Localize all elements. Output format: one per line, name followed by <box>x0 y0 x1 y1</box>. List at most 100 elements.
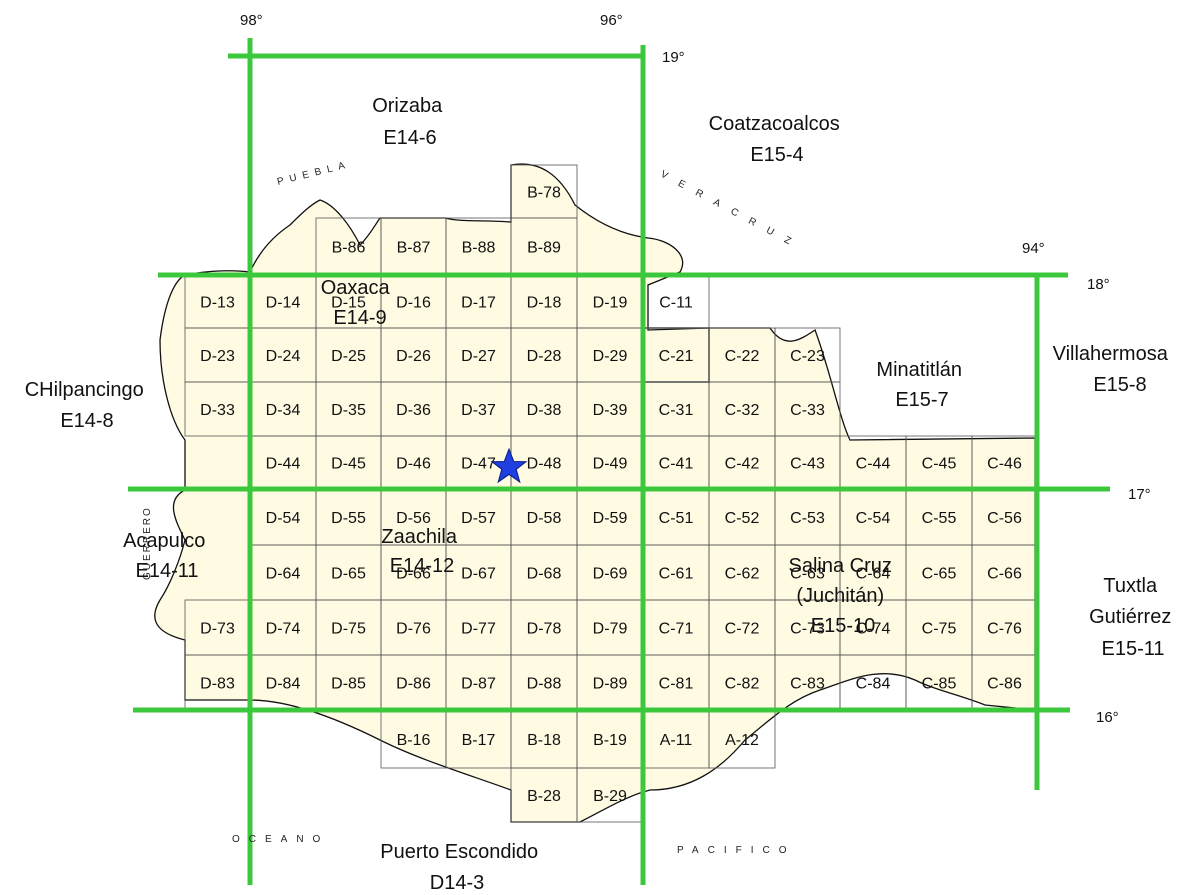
grid-cell-label: B-78 <box>527 185 561 202</box>
grid-cell-label: B-17 <box>462 732 496 749</box>
grid-cell-label: D-26 <box>396 348 431 365</box>
grid-cell-label: D-35 <box>331 402 366 419</box>
grid-cell-label: C-56 <box>987 510 1022 527</box>
grid-cell-label: B-16 <box>397 732 431 749</box>
grid-cell-label: C-53 <box>790 510 825 527</box>
grid-cell-label: D-13 <box>200 295 235 312</box>
sheet-acapulco: Acapulco E14-11 <box>123 530 211 582</box>
grid-cell-label: D-84 <box>266 676 301 693</box>
grid-cell-label: D-34 <box>266 402 301 419</box>
grid-cell-label: C-22 <box>725 348 760 365</box>
grid-cell-label: C-42 <box>725 456 760 473</box>
grid-cell-label: D-89 <box>593 676 628 693</box>
grid-cell-label: D-44 <box>266 456 301 473</box>
grid-cell-label: D-38 <box>527 402 562 419</box>
grid-cell-label: B-89 <box>527 240 561 257</box>
grid-cell-label: C-33 <box>790 402 825 419</box>
grid-cell-label: C-75 <box>922 621 957 638</box>
lon-98-label: 98° <box>240 12 263 29</box>
grid-cell-label: C-76 <box>987 621 1022 638</box>
lon-94-label: 94° <box>1022 240 1045 257</box>
grid-cell-label: C-46 <box>987 456 1022 473</box>
lat-16-label: 16° <box>1096 709 1119 726</box>
grid-cell-label: D-15 <box>331 295 366 312</box>
grid-cell-label: D-69 <box>593 566 628 583</box>
sheet-oaxaca: Oaxaca E14-9 <box>321 277 396 329</box>
grid-cell-label: C-44 <box>856 456 891 473</box>
grid-cell-label: C-66 <box>987 566 1022 583</box>
grid-cell-label: C-63 <box>790 566 825 583</box>
grid-cell-label: C-84 <box>856 676 891 693</box>
grid-cell-label: C-31 <box>659 402 694 419</box>
grid-cell-label: D-27 <box>461 348 496 365</box>
grid-cell-label: D-85 <box>331 676 366 693</box>
grid-cell-label: C-83 <box>790 676 825 693</box>
grid-cell-label: D-87 <box>461 676 496 693</box>
state-outline <box>154 163 1036 823</box>
grid-cell-label: C-82 <box>725 676 760 693</box>
sheet-villahermosa: Villahermosa E15-8 <box>1053 343 1174 396</box>
grid-cell-label: D-57 <box>461 510 496 527</box>
grid-cell-label: C-52 <box>725 510 760 527</box>
grid-cell-label: C-32 <box>725 402 760 419</box>
grid-cell-label: D-39 <box>593 402 628 419</box>
grid-cell-label: D-77 <box>461 621 496 638</box>
grid-cell-label: D-37 <box>461 402 496 419</box>
grid-cell-label: C-62 <box>725 566 760 583</box>
grid-cell-label: C-61 <box>659 566 694 583</box>
grid-cell-label: D-75 <box>331 621 366 638</box>
grid-cell-label: D-28 <box>527 348 562 365</box>
grid-cell-label: C-11 <box>659 295 693 312</box>
grid-cell-label: D-58 <box>527 510 562 527</box>
grid-cell-label: D-19 <box>593 295 628 312</box>
grid-cell-label: D-36 <box>396 402 431 419</box>
grid-cell-label: C-72 <box>725 621 760 638</box>
grid-cell-label: B-18 <box>527 732 561 749</box>
grid-cell-label: A-12 <box>725 732 759 749</box>
grid-cell-label: C-65 <box>922 566 957 583</box>
sheet-tuxtla: Tuxtla Gutiérrez E15-11 <box>1089 575 1177 660</box>
grid-cell-label: C-45 <box>922 456 957 473</box>
grid-cell-label: D-56 <box>396 510 431 527</box>
grid-cell-label: B-87 <box>397 240 431 257</box>
lat-17-label: 17° <box>1128 486 1151 503</box>
grid-cell-label: D-67 <box>461 566 496 583</box>
grid-cell-label: D-65 <box>331 566 366 583</box>
label-oceano: OCEANO <box>232 834 329 845</box>
grid-cell-label: D-17 <box>461 295 496 312</box>
grid-cell-label: B-19 <box>593 732 627 749</box>
label-puebla: PUEBLA <box>276 159 352 188</box>
grid-cell-label: D-24 <box>266 348 301 365</box>
grid-cell-label: D-74 <box>266 621 301 638</box>
grid-cell-label: D-47 <box>461 456 496 473</box>
grid-cell-label: C-41 <box>659 456 694 473</box>
label-guerrero: GUERRERO <box>142 506 153 580</box>
grid-cell-label: D-46 <box>396 456 431 473</box>
major-grid <box>128 38 1110 885</box>
grid-cell-label: D-18 <box>527 295 562 312</box>
grid-cell-label: B-28 <box>527 788 561 805</box>
grid-cell-label: C-81 <box>659 676 694 693</box>
grid-cell-label: C-73 <box>790 621 825 638</box>
sheet-salina-cruz: Salina Cruz (Juchitán) E15-10 <box>789 555 898 637</box>
grid-cell-label: C-21 <box>659 348 694 365</box>
grid-cell-label: D-66 <box>396 566 431 583</box>
grid-cell-label: D-79 <box>593 621 628 638</box>
grid-cell-label: D-76 <box>396 621 431 638</box>
grid-cell-label: C-55 <box>922 510 957 527</box>
grid-cell-label: D-78 <box>527 621 562 638</box>
lon-96-label: 96° <box>600 12 623 29</box>
grid-cell-label: D-23 <box>200 348 235 365</box>
grid-cell-label: C-74 <box>856 621 891 638</box>
label-veracruz: VERACRUZ <box>659 169 805 253</box>
grid-cell-label: C-85 <box>922 676 957 693</box>
grid-cell-label: C-54 <box>856 510 891 527</box>
grid-cell-label: D-14 <box>266 295 301 312</box>
grid-cell-label: D-29 <box>593 348 628 365</box>
grid-cell-label: C-43 <box>790 456 825 473</box>
grid-cell-label: D-48 <box>527 456 562 473</box>
label-pacifico: PACIFICO <box>677 845 795 856</box>
grid-cell-label: D-73 <box>200 621 235 638</box>
grid-cell-label: D-49 <box>593 456 628 473</box>
